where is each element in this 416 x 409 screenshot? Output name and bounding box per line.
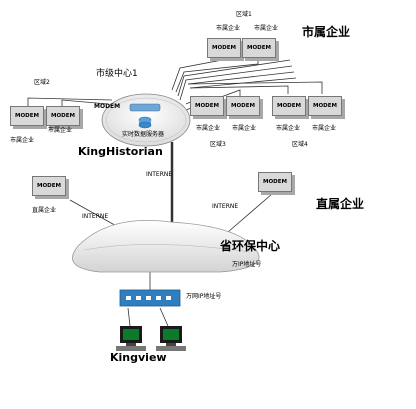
company-label: 市属企业 [276, 125, 301, 132]
server-caption: 实时数据服务器 [122, 131, 165, 138]
workstation-icon [116, 326, 146, 351]
company-label: 市属企业 [232, 125, 257, 132]
modem: MODEM [258, 172, 292, 192]
provincial-cloud [72, 220, 260, 273]
region-label: 区域3 [210, 141, 226, 148]
modem: MODEM [272, 96, 306, 116]
kingview-label: Kingview [110, 351, 167, 364]
historian-label: KingHistorian [78, 145, 163, 158]
internet-label: INTERNE [212, 203, 239, 210]
provincial-center-heading: 省环保中心 [220, 239, 281, 253]
direct-enterprises-heading: 直属企业 [316, 197, 365, 211]
region-label: 区域4 [292, 141, 308, 148]
company-label: 市属企业 [10, 137, 35, 144]
workstation-icon [156, 326, 186, 351]
modem: MODEM [308, 96, 342, 116]
city-center-title: 市级中心1 [96, 69, 138, 79]
modem: MODEM [10, 106, 44, 126]
switch-caption: 万网IP地址号 [186, 293, 222, 300]
direct-modem-caption: 直属企业 [32, 207, 57, 214]
modem: MODEM [226, 96, 260, 116]
internet-label: INTERNE [146, 171, 173, 178]
internet-label: INTERNE [82, 213, 109, 220]
modem: MODEM [190, 96, 224, 116]
modem: MODEM [207, 38, 241, 58]
city-center-cloud [101, 93, 191, 147]
company-label: 市属企业 [48, 127, 73, 134]
province-right-caption: 万IP地址号 [232, 261, 262, 268]
region-label: 区域2 [34, 79, 50, 86]
company-label: 市属企业 [216, 25, 241, 32]
modem: MODEM [32, 176, 66, 196]
modem: MODEM [46, 106, 80, 126]
city-enterprises-heading: 市属企业 [302, 25, 351, 39]
modem: MODEM [242, 38, 276, 58]
network-switch-icon [119, 289, 181, 307]
company-label: 市属企业 [254, 25, 279, 32]
company-label: 市属企业 [312, 125, 337, 132]
company-label: 市属企业 [196, 125, 221, 132]
region-label: 区域1 [236, 11, 252, 18]
city-center-modem-label: MODEM [94, 103, 121, 110]
